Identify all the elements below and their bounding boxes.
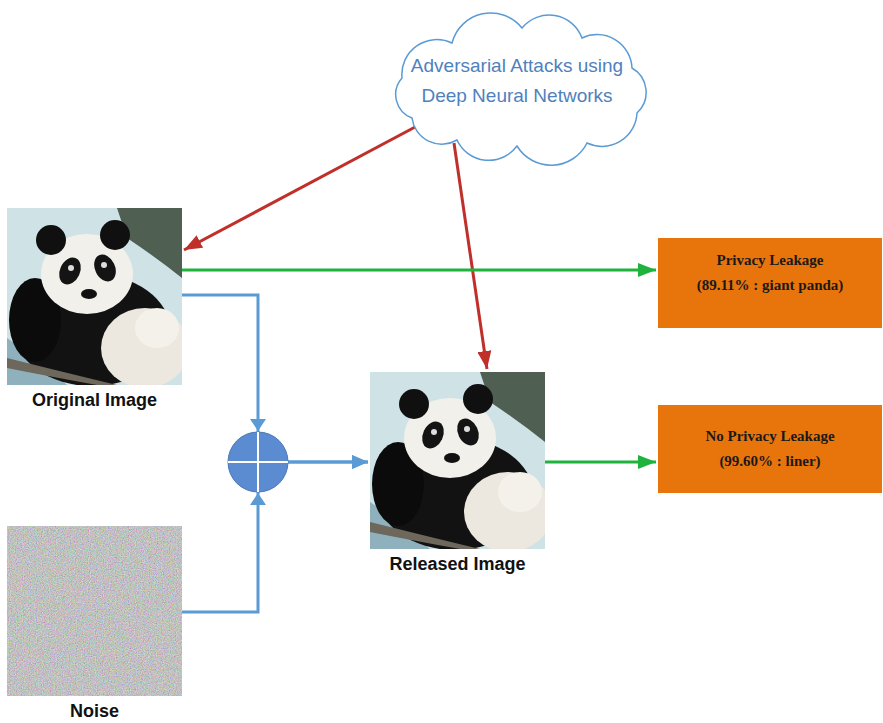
image-caption: Released Image bbox=[389, 554, 525, 575]
cloud-text: Adversarial Attacks using Deep Neural Ne… bbox=[395, 51, 640, 111]
result-box: No Privacy Leakage (99.60% : liner) bbox=[658, 405, 882, 493]
image-node: Original Image bbox=[7, 208, 182, 385]
cloud-outline bbox=[372, 8, 662, 153]
result-box: Privacy Leakage (89.11% : giant panda) bbox=[658, 238, 882, 328]
cloud-text-area: Adversarial Attacks using Deep Neural Ne… bbox=[372, 8, 662, 153]
image-node: Released Image bbox=[370, 372, 545, 549]
box-text: No Privacy Leakage bbox=[705, 428, 834, 445]
image-caption: Noise bbox=[70, 701, 119, 722]
box-text: (89.11% : giant panda) bbox=[697, 277, 844, 294]
image-caption: Original Image bbox=[32, 390, 157, 411]
arrowhead bbox=[250, 493, 266, 505]
box-text: (99.60% : liner) bbox=[719, 453, 820, 470]
arrow-connector bbox=[545, 461, 656, 464]
noise-pattern bbox=[7, 526, 182, 696]
image-caption-area: Original Image bbox=[32, 390, 157, 411]
sum-circle bbox=[228, 432, 288, 492]
arrow-connector bbox=[454, 143, 487, 369]
box-text: Privacy Leakage bbox=[716, 252, 823, 269]
arrowhead bbox=[250, 419, 266, 431]
panda-photo bbox=[370, 372, 552, 552]
image-caption-area: Released Image bbox=[389, 554, 525, 575]
arrow-connector bbox=[178, 269, 656, 272]
arrow-connector bbox=[184, 126, 417, 250]
image-caption-area: Noise bbox=[70, 701, 119, 722]
attack-cloud: Adversarial Attacks using Deep Neural Ne… bbox=[372, 8, 662, 153]
panda-photo bbox=[7, 208, 189, 388]
sum-cross bbox=[257, 432, 259, 492]
image-node: Noise bbox=[7, 526, 182, 696]
